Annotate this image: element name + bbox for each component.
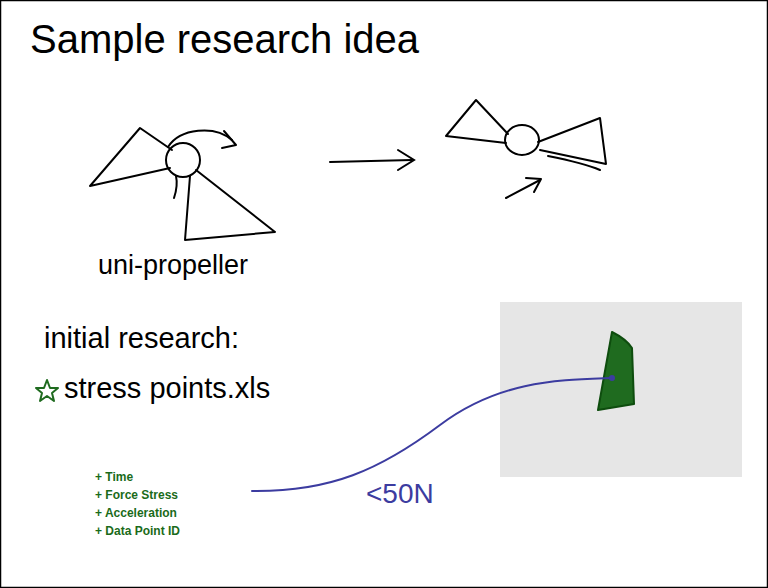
section-heading: initial research: (44, 322, 239, 355)
field-item: + Force Stress (95, 489, 178, 503)
sketch-title: Sample research idea (30, 16, 419, 62)
field-item: + Data Point ID (95, 525, 180, 539)
force-limit: <50N (366, 478, 434, 510)
leader-curve (252, 378, 612, 491)
part-name: uni-propeller (98, 250, 248, 281)
propeller-sketch (90, 128, 275, 240)
blade-highlight (598, 332, 634, 410)
star-mark (36, 380, 58, 401)
detail-panel (500, 302, 742, 477)
propeller-sketch (446, 100, 606, 198)
field-item: + Acceleration (95, 507, 177, 521)
leader-end-dot (609, 375, 615, 381)
transition-arrow (330, 150, 414, 170)
file-name: stress points.xls (64, 372, 270, 405)
field-item: + Time (95, 471, 133, 485)
